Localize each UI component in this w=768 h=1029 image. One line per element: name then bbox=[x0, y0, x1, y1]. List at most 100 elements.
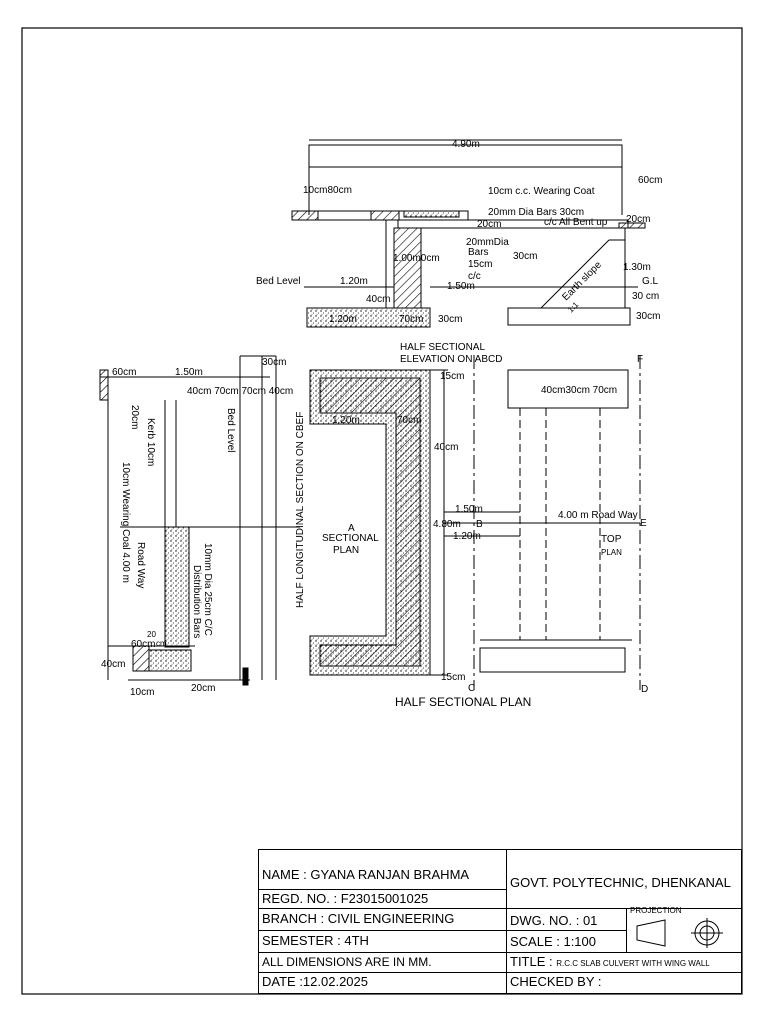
long-section-view bbox=[99, 355, 300, 686]
wearing-coat-label: 10cm c.c. Wearing Coat bbox=[488, 186, 595, 197]
date-cell: DATE :12.02.2025 bbox=[262, 974, 368, 989]
bars-inner: 20cm bbox=[477, 219, 501, 230]
plan-label-d: D bbox=[641, 684, 648, 695]
plan-label-f: F bbox=[637, 354, 643, 365]
bars15-3: 15cm bbox=[468, 259, 492, 270]
plan-label-c: C bbox=[468, 683, 475, 694]
dim-bed-width: 1.20m bbox=[340, 276, 368, 287]
long-top-60: 60cm bbox=[112, 367, 136, 378]
dim-slope-len: 1.50m bbox=[447, 281, 475, 292]
long-road-way: Road Way bbox=[135, 542, 146, 588]
checked-by-cell: CHECKED BY : bbox=[510, 974, 602, 989]
dim-abut-height: 1.00m0cm bbox=[393, 253, 440, 264]
plan-top-1: TOP bbox=[601, 534, 622, 545]
dim-right-top: 60cm bbox=[638, 175, 662, 186]
long-bot-20a: 20 bbox=[147, 630, 156, 639]
sheet-border bbox=[21, 27, 743, 995]
scale-cell: SCALE : 1:100 bbox=[510, 934, 596, 949]
plan-mid-150: 1.50m bbox=[455, 504, 483, 515]
long-bot-20: 20cm bbox=[191, 683, 215, 694]
dim-span: 4.90m bbox=[452, 139, 480, 150]
elevation-heading-2: ELEVATION ON ABCD bbox=[400, 354, 502, 365]
plan-wall-inner bbox=[319, 377, 421, 667]
projection-icon bbox=[636, 918, 723, 948]
long-top-row: 40cm 70cm 70cm 40cm bbox=[187, 386, 293, 397]
long-section-text: 60cm 1.50m 30cm 40cm 70cm 70cm 40cm 20cm… bbox=[101, 357, 306, 698]
plan-label-b: B bbox=[476, 519, 483, 530]
long-end-marker bbox=[242, 667, 249, 686]
title-label: TITLE : bbox=[510, 954, 553, 969]
plan-text: 15cm 1.20m 70cm 40cm 1.50m 4.80m 1.20m 1… bbox=[322, 354, 648, 709]
long-bot-60: 60cm bbox=[131, 639, 155, 650]
plan-mid-120: 1.20m bbox=[453, 531, 481, 542]
bars-main-2: c/c All Bent up bbox=[544, 217, 608, 228]
plan-heading: HALF SECTIONAL PLAN bbox=[395, 695, 531, 709]
plan-label-e: E bbox=[640, 518, 647, 529]
plan-road-way: 4.00 m Road Way bbox=[558, 510, 638, 521]
plan-view bbox=[309, 355, 641, 690]
bars15-2: Bars bbox=[468, 247, 489, 258]
regd-cell: REGD. NO. : F23015001025 bbox=[262, 891, 429, 906]
plan-top-box bbox=[507, 369, 629, 409]
institute-cell: GOVT. POLYTECHNIC, DHENKANAL bbox=[510, 875, 731, 890]
plan-sectional-2: PLAN bbox=[333, 545, 359, 556]
projection-cell: PROJECTION bbox=[630, 906, 682, 915]
dim-base-40: 40cm bbox=[366, 294, 390, 305]
dim-left-top: 10cm80cm bbox=[303, 185, 352, 196]
title-block: NAME : GYANA RANJAN BRAHMA REGD. NO. : F… bbox=[258, 849, 742, 994]
elevation-view bbox=[291, 139, 646, 328]
long-section-heading: HALF LONGITUDINAL SECTION ON CBEF bbox=[295, 412, 306, 608]
railing-top bbox=[308, 144, 623, 168]
bars15-1: 20mmDia bbox=[466, 237, 509, 248]
branch-cell: BRANCH : CIVIL ENGINEERING bbox=[262, 911, 455, 926]
dim-base-width: 1.20m bbox=[329, 314, 357, 325]
abutment-footing bbox=[306, 307, 431, 328]
long-wearing: 10cm Wearing Coal 4.00 m bbox=[120, 462, 131, 583]
dim-right-height: 1.30m bbox=[623, 262, 651, 273]
dim-right-30a: 30 cm bbox=[632, 291, 659, 302]
elevation-heading-1: HALF SECTIONAL bbox=[400, 342, 485, 353]
kerb-mid bbox=[370, 210, 400, 221]
dim-mid-30: 30cm bbox=[513, 251, 537, 262]
plan-left-120: 1.20m bbox=[332, 415, 360, 426]
abutment bbox=[393, 227, 422, 309]
earth-slope-line bbox=[540, 239, 610, 309]
long-top-150: 1.50m bbox=[175, 367, 203, 378]
semester-cell: SEMESTER : 4TH bbox=[262, 933, 369, 948]
plan-top-15: 15cm bbox=[440, 371, 464, 382]
name-cell: NAME : GYANA RANJAN BRAHMA bbox=[262, 867, 470, 882]
long-dist-bars-2: Distribution Bars bbox=[191, 565, 202, 638]
long-top-30: 30cm bbox=[262, 357, 286, 368]
dim-right-kerb: 20cm bbox=[626, 214, 650, 225]
wearing-coat bbox=[403, 210, 460, 218]
plan-top-row: 40cm30cm 70cm bbox=[541, 385, 617, 396]
long-slab-section bbox=[164, 526, 190, 648]
dim-right-base-30: 30cm bbox=[636, 311, 660, 322]
bed-level-label: Bed Level bbox=[256, 276, 300, 287]
plan-sectional-1: SECTIONAL bbox=[322, 533, 379, 544]
bars15-4: c/c bbox=[468, 271, 481, 282]
dim-base-30: 30cm bbox=[438, 314, 462, 325]
earth-slope-label: Earth slope bbox=[560, 259, 604, 303]
plan-label-a: A bbox=[348, 523, 355, 534]
dimensions-cell: ALL DIMENSIONS ARE IN MM. bbox=[262, 955, 432, 969]
kerb-right bbox=[618, 222, 646, 229]
title-cell: TITLE : R.C.C SLAB CULVERT WITH WING WAL… bbox=[507, 953, 741, 973]
long-kerb: Kerb 10cm bbox=[145, 418, 156, 466]
plan-inner-40: 40cm bbox=[434, 442, 458, 453]
long-bot-40: 40cm bbox=[101, 659, 125, 670]
plan-bot-15: 15cm bbox=[441, 672, 465, 683]
long-footing bbox=[148, 649, 192, 672]
long-bot-cm: cm bbox=[156, 639, 167, 648]
plan-inner-70: 70cm bbox=[397, 415, 421, 426]
elevation-text: 4.90m 10cm80cm 10cm c.c. Wearing Coat 60… bbox=[256, 139, 662, 365]
plan-top-2: PLAN bbox=[601, 548, 622, 557]
plan-bottom-box bbox=[479, 647, 626, 673]
long-dist-bars-1: 10mm Dia 25cm C/C bbox=[202, 543, 213, 636]
bars-main-1: 20mm Dia Bars 30cm bbox=[488, 207, 584, 218]
long-left-20: 20cm bbox=[129, 405, 140, 429]
dwg-no-cell: DWG. NO. : 01 bbox=[510, 913, 598, 928]
long-railing-post bbox=[99, 369, 109, 401]
